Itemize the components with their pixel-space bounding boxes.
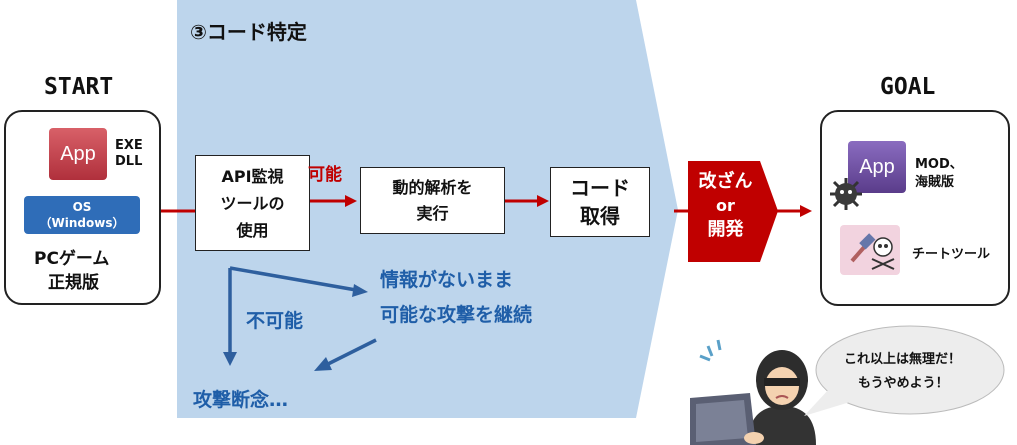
speech-bubble [804, 325, 1005, 416]
impossible-label: 不可能 [246, 310, 304, 332]
start-app-label: App [60, 142, 96, 165]
start-caption-line2: 正規版 [48, 273, 99, 293]
os-label: OS [72, 200, 92, 214]
start-caption-line1: PCゲーム [34, 249, 110, 269]
hammer-skull-icon [850, 233, 895, 270]
dynamic-analysis-line1: 動的解析を [392, 177, 473, 197]
dynamic-analysis-line2: 実行 [416, 203, 449, 223]
api-monitor-line1: API監視 [221, 166, 284, 186]
frustrated-hacker-icon [690, 339, 816, 445]
modify-label: 改ざん [698, 171, 753, 192]
os-badge: OS （Windows） [24, 196, 140, 234]
api-monitor-line3: 使用 [236, 220, 269, 240]
section-title: ③コード特定 [190, 20, 307, 44]
speech-line2: もうやめよう！ [858, 376, 949, 391]
cheat-tool-icon [840, 225, 900, 275]
continue-attack-line2: 可能な攻撃を継続 [380, 304, 533, 326]
api-monitor-line2: ツールの [220, 193, 285, 213]
arrow-analysis-to-code [505, 195, 549, 207]
mod-label-line1: MOD、 [915, 157, 963, 172]
exe-label: EXE [115, 138, 143, 153]
arrow-api-to-analysis [310, 195, 357, 207]
mod-label-line2: 海賊版 [915, 175, 955, 190]
code-get-line1: コード [570, 176, 630, 200]
or-label: or [716, 196, 735, 215]
arrow-to-continue [229, 266, 368, 297]
speech-line1: これ以上は無理だ！ [844, 352, 962, 367]
goal-title: GOAL [880, 74, 936, 100]
arrow-head-down [223, 352, 237, 366]
arrow-to-give-up [314, 338, 377, 371]
give-up-label: 攻撃断念… [193, 389, 289, 411]
continue-attack-line1: 情報がないまま [380, 269, 514, 291]
dynamic-analysis-box: 動的解析を 実行 [360, 167, 505, 234]
develop-label: 開発 [707, 219, 744, 240]
os-windows-label: （Windows） [39, 216, 125, 230]
code-get-line2: 取得 [580, 204, 620, 228]
dll-label: DLL [115, 154, 143, 169]
start-app-icon: App [49, 128, 107, 180]
api-monitor-box: API監視 ツールの 使用 [195, 155, 310, 251]
possible-label: 可能 [308, 165, 342, 185]
modify-develop-shape [688, 161, 778, 262]
cheat-tool-label: チートツール [912, 247, 991, 262]
start-title: START [44, 74, 114, 100]
virus-icon [830, 178, 862, 210]
code-get-box: コード 取得 [550, 167, 650, 237]
goal-app-label: App [859, 155, 895, 178]
modify-develop-text: 改ざん or 開発 [688, 168, 763, 244]
